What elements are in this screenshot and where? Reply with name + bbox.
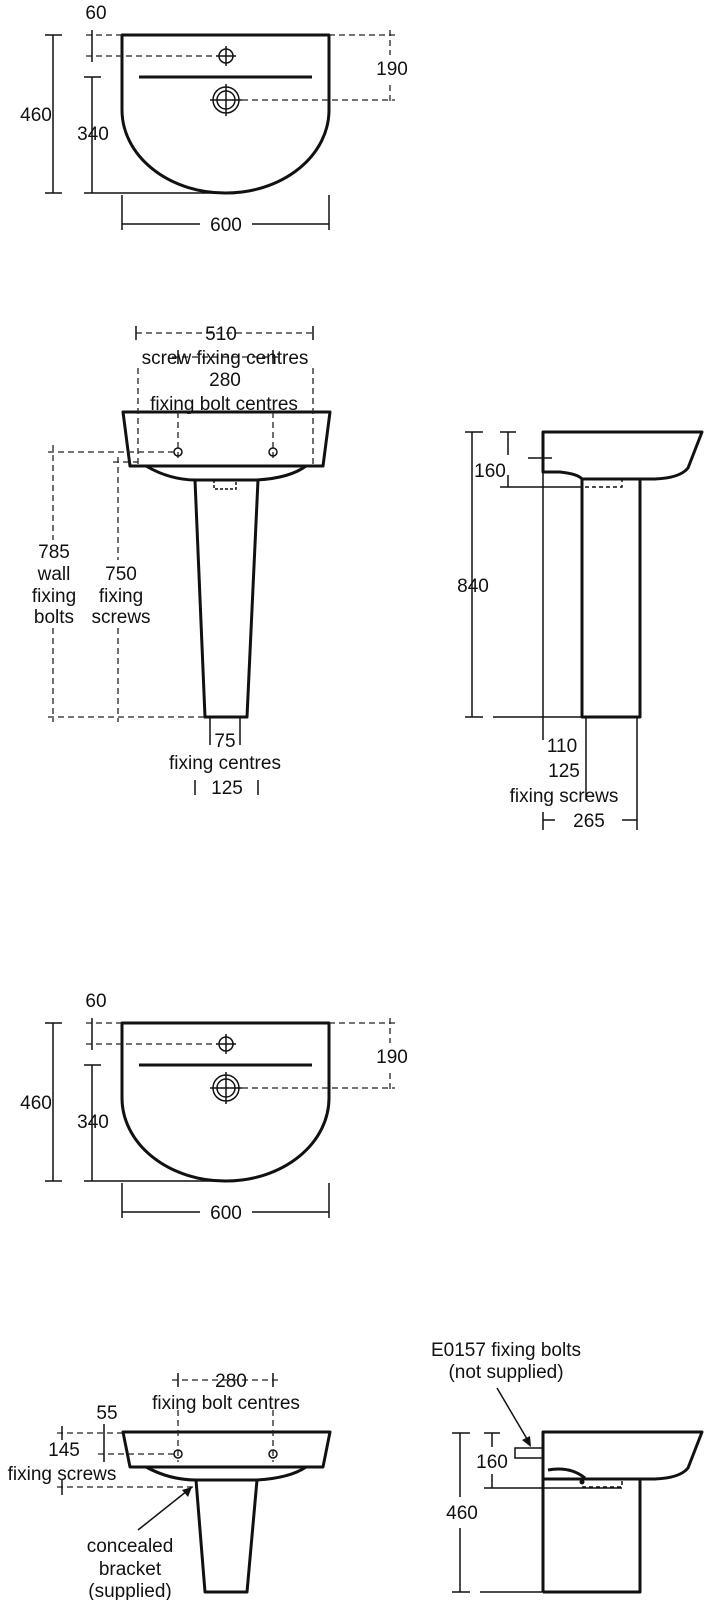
dim-depth-total: 460 xyxy=(20,1093,52,1114)
label-screw-centres: screw fixing centres xyxy=(142,348,309,369)
dim-wall-gap: 110 xyxy=(547,736,577,757)
dim-width: 600 xyxy=(210,1203,242,1224)
pedestal-side xyxy=(580,479,642,719)
label-supplied: (supplied) xyxy=(88,1581,171,1600)
label-base-centres: fixing centres xyxy=(169,753,281,774)
dim-depth-bowl: 340 xyxy=(77,124,109,145)
semi-pedestal-side xyxy=(543,1479,642,1594)
dim-basin-depth: 160 xyxy=(474,461,506,482)
label-wall: wall xyxy=(37,564,71,585)
basin-front xyxy=(121,410,332,468)
basin-side xyxy=(541,430,704,481)
bolts-arrow xyxy=(496,1387,531,1445)
side-view-pedestal: 160 840 110 125 fixing screws 265 xyxy=(457,430,704,832)
semi-pedestal-front xyxy=(194,1479,259,1594)
dim-basin-depth: 160 xyxy=(476,1452,508,1473)
dim-depth-bowl: 340 xyxy=(77,1112,109,1133)
front-view-semi-pedestal: 280 fixing bolt centres 55 145 fixing sc… xyxy=(8,1371,332,1600)
dim-depth-total: 460 xyxy=(20,105,52,126)
pedestal-front xyxy=(193,479,260,719)
label-not-supplied: (not supplied) xyxy=(448,1362,563,1383)
dim-waste-offset: 190 xyxy=(376,1047,408,1068)
label-fixing-bolts: E0157 fixing bolts xyxy=(431,1340,581,1361)
dim-bolt-offset: 55 xyxy=(96,1403,117,1424)
plan-view-top: 60 460 340 190 600 xyxy=(20,3,408,236)
fixing-bolt-icon xyxy=(268,447,278,457)
label-fixing: fixing xyxy=(99,586,143,607)
label-fixing-screws: fixing screws xyxy=(8,1464,117,1485)
dim-bolt-centres: 280 xyxy=(209,370,241,391)
label-bolt-centres: fixing bolt centres xyxy=(152,1393,300,1414)
dim-screws-height: 750 xyxy=(105,564,137,585)
label-bolt-centres: fixing bolt centres xyxy=(150,394,298,415)
label-bolts: bolts xyxy=(34,607,74,628)
fixing-bolt-icon xyxy=(514,1447,544,1459)
dim-screw-centres: 510 xyxy=(205,324,237,345)
label-concealed: concealed xyxy=(87,1536,174,1557)
dim-screw-dist: 145 xyxy=(48,1440,80,1461)
dim-height: 460 xyxy=(446,1503,478,1524)
dim-bolt-centres: 280 xyxy=(215,1371,247,1392)
basin-outline xyxy=(120,33,331,195)
front-view-pedestal: 510 screw fixing centres 280 fixing bolt… xyxy=(32,324,332,799)
side-view-semi-pedestal: E0157 fixing bolts (not supplied) 160 46… xyxy=(431,1340,704,1594)
dim-width: 600 xyxy=(210,215,242,236)
label-fixing-screws: fixing screws xyxy=(510,786,619,807)
dim-wall-bolts-height: 785 xyxy=(38,542,70,563)
bracket-arrow xyxy=(137,1486,193,1531)
dim-tap-offset: 60 xyxy=(85,3,106,24)
dim-base-width: 125 xyxy=(211,778,243,799)
dim-screw-dist: 125 xyxy=(548,761,580,782)
plan-view-bottom: 60 460 340 190 600 xyxy=(20,991,408,1224)
dim-projection: 265 xyxy=(573,811,605,832)
dim-base-centres: 75 xyxy=(214,731,235,752)
dim-waste-offset: 190 xyxy=(376,59,408,80)
label-screws: screws xyxy=(91,607,150,628)
dim-height: 840 xyxy=(457,576,489,597)
fixing-bolt-icon xyxy=(268,1449,278,1459)
dim-tap-offset: 60 xyxy=(85,991,106,1012)
label-bracket: bracket xyxy=(99,1559,162,1580)
label-fixing: fixing xyxy=(32,586,76,607)
